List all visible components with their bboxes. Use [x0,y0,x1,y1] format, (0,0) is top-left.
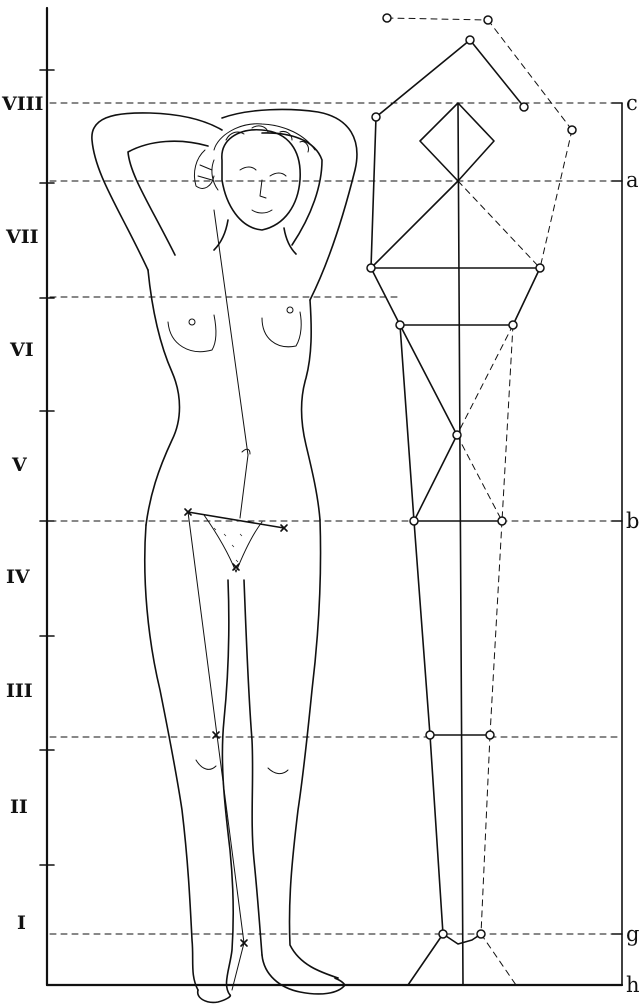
hand-on-head [194,150,214,188]
scale-label-viii: VIII [1,93,44,115]
joint-node [486,731,494,739]
schema-right-arm-dashed [488,20,572,130]
joint-node [453,431,461,439]
left-leg-outer [145,525,198,990]
schema-head-diamond [420,103,494,181]
schema-right-leg-upper [490,521,502,735]
torso-right-contour [302,300,321,520]
schema-joints [367,14,576,938]
schema-right-foot [481,934,516,985]
left-raised-arm [92,113,222,270]
right-knee [268,768,288,774]
right-bracket: c a b g h [612,91,640,997]
left-nipple [189,319,195,325]
joint-node [536,264,544,272]
joint-node [367,264,375,272]
pubic-hatching [214,528,242,562]
schema-shoulder-triangle [371,181,540,268]
schema-waist-to-hip-left [414,435,457,521]
scale-label-iv: IV [6,566,31,588]
scale-label-i: I [17,912,26,934]
schema-left-leg-upper [414,521,430,735]
schema-left-leg-lower [430,735,443,934]
level-label-h: h [626,973,640,997]
joint-node [426,731,434,739]
joint-node [498,517,506,525]
joint-node [466,36,474,44]
scale-label-v: V [11,454,28,476]
schema-shoulder-dashed [458,181,540,268]
figure-axis-middle [240,455,248,518]
schema-waist-to-hip-right [457,435,502,521]
joint-node [439,930,447,938]
facial-features [240,167,286,213]
figure-drawing [92,110,357,1003]
scale-label-vii: VII [5,226,39,248]
left-breast [168,315,216,352]
joint-node [477,930,485,938]
joint-node [568,126,576,134]
right-breast [262,312,301,347]
left-knee [196,760,216,769]
division-lines [50,103,622,934]
joint-node [509,321,517,329]
schema-top-dashed [387,18,488,20]
level-label-c: c [626,91,638,115]
joint-node [410,517,418,525]
level-label-g: g [626,922,639,946]
scale-label-iii: III [6,680,33,702]
joint-node [383,14,391,22]
right-raised-arm [222,110,357,300]
right-nipple [287,307,293,313]
hip-line [188,512,284,528]
scale-labels: VIII VII VI V IV III II I [1,93,44,934]
schema-right-shoulder-to-chest [513,268,540,325]
torso-left-contour [146,270,180,525]
schema-spine [458,103,463,985]
schema-chest-right-to-waist [457,325,513,435]
schema-right-leg-lower [481,735,490,934]
schema-arm-chain [376,40,524,117]
face-outline [222,130,300,230]
schema-right-torso-dashed [502,325,513,521]
geometric-schema [367,14,576,985]
level-label-a: a [626,168,639,192]
level-label-b: b [626,509,639,533]
right-leg-inner [244,580,262,955]
schema-left-side [371,117,414,521]
left-arm-inner [128,141,208,255]
navel [242,449,250,454]
schema-right-side-dashed [540,130,572,268]
scale-label-ii: II [10,796,28,818]
joint-node [484,16,492,24]
joint-node [372,113,380,121]
lower-leg-axis [232,943,244,990]
joint-node [396,321,404,329]
left-foot [198,990,231,1002]
leg-axis [188,512,244,943]
right-leg-outer [289,520,338,978]
right-arm-inner [262,133,322,245]
joint-node [520,103,528,111]
schema-chest-to-waist [400,325,457,435]
figure-axis-upper [214,210,248,455]
schema-left-foot [408,934,443,985]
scale-label-vi: VI [9,339,34,361]
